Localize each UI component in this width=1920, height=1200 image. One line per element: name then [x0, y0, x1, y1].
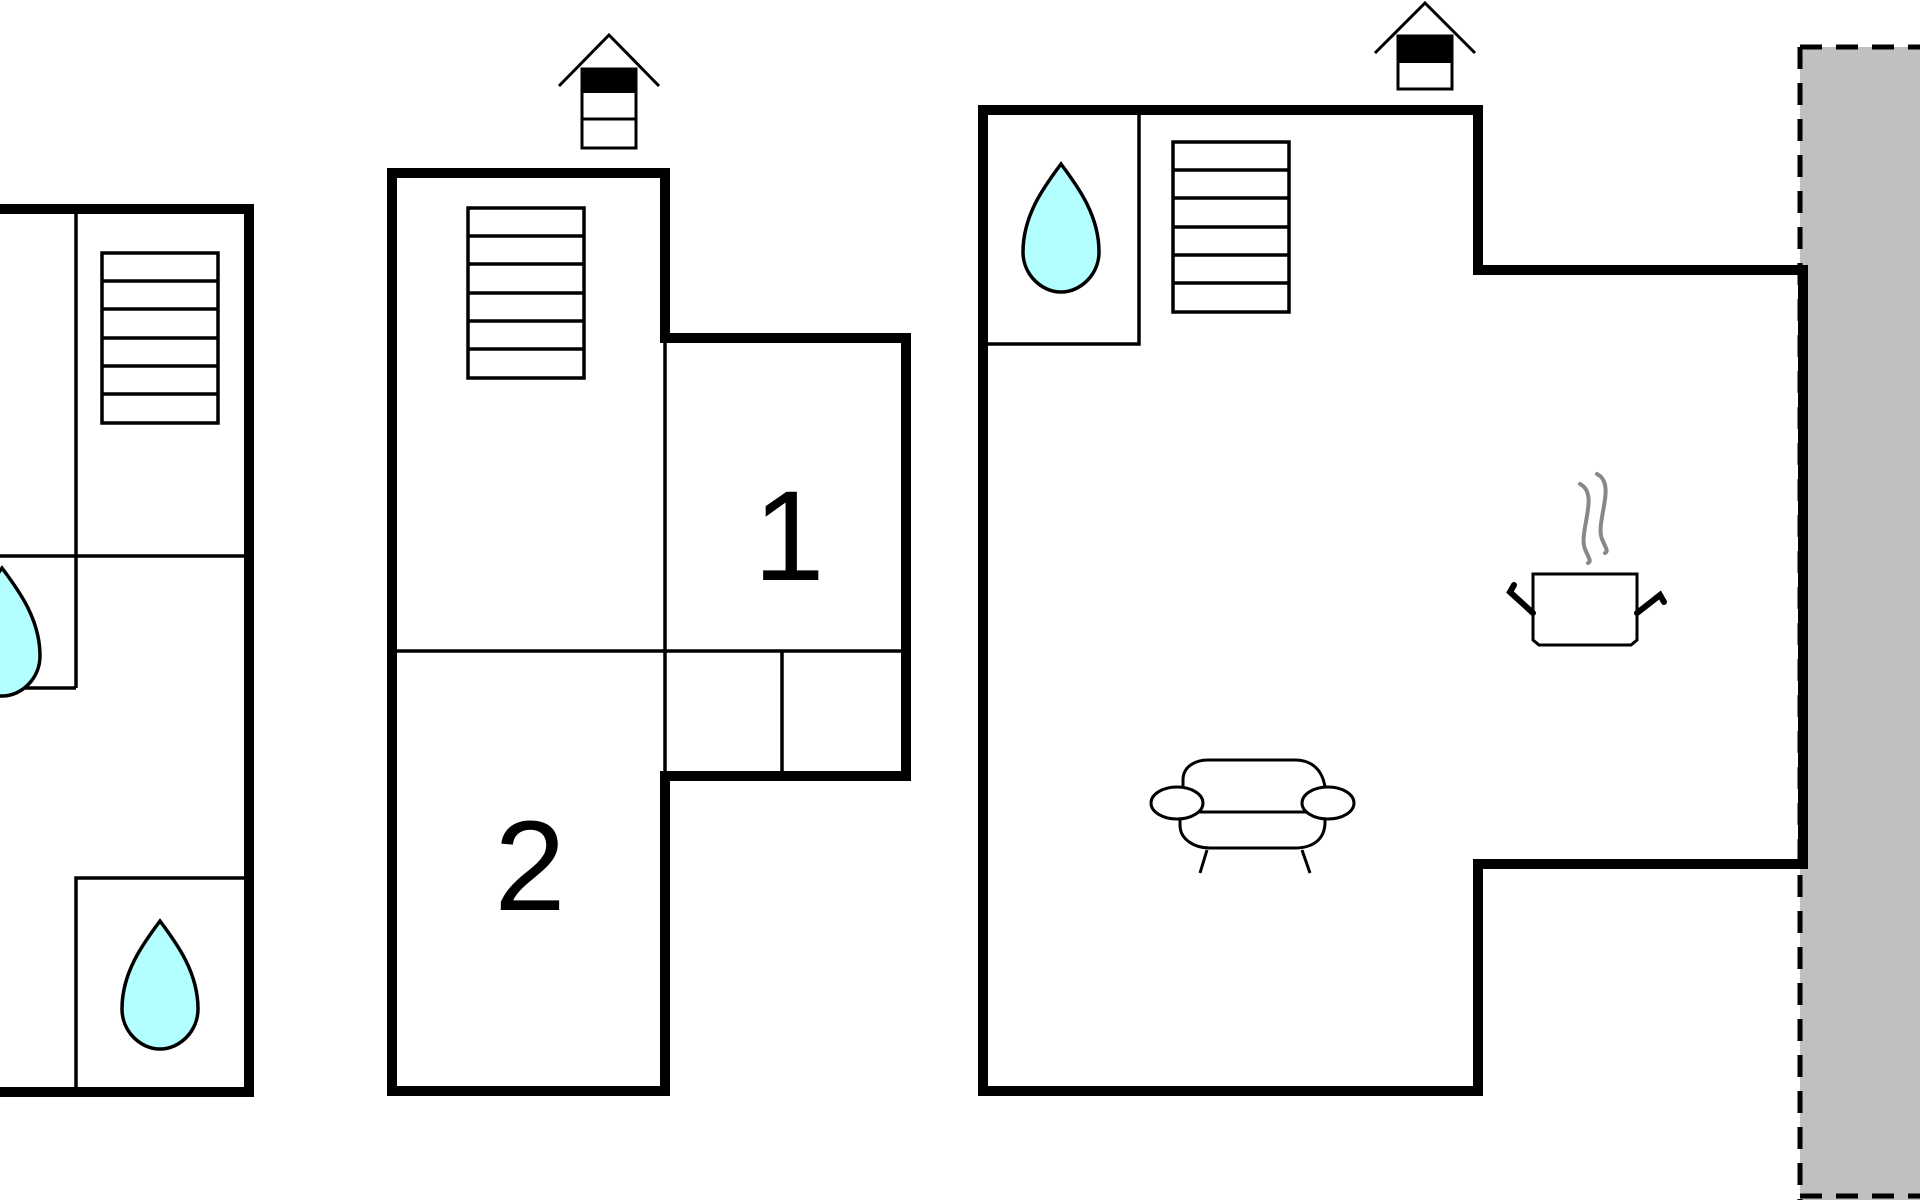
- bathroom-droplet-icon: [0, 566, 42, 698]
- stairs-icon: [100, 251, 220, 425]
- bathroom-droplet-icon: [1021, 162, 1101, 294]
- room-number-2: 2: [494, 795, 565, 938]
- kitchen-pot-icon: [1506, 472, 1667, 647]
- floor-plan-unit-right: [978, 105, 1808, 1096]
- room-number-1: 1: [753, 465, 824, 608]
- stairs-icon: [1171, 140, 1291, 314]
- entrance-arrow-icon: [557, 32, 661, 150]
- bathroom-droplet-icon: [120, 919, 200, 1051]
- floor-plan-unit-left: [0, 204, 254, 1097]
- sofa-icon: [1149, 758, 1356, 874]
- terrace-area: [1797, 44, 1920, 1200]
- floor-plan-unit-middle: [387, 168, 911, 1096]
- entrance-arrow-icon: [1373, 0, 1477, 91]
- stairs-icon: [466, 206, 586, 380]
